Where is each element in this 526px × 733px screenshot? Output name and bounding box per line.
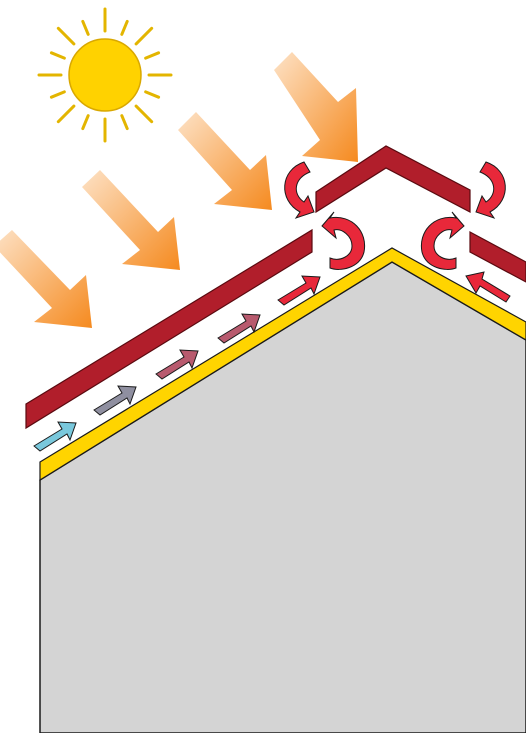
airflow-arrow [155, 349, 199, 380]
circulation-arrow-1 [284, 161, 315, 219]
sun-ray [144, 90, 161, 99]
insulation-layer [39, 247, 526, 482]
sunbeam-arrow-1 [0, 230, 92, 328]
sun-ray [81, 114, 90, 131]
airflow-arrow [465, 271, 511, 303]
airflow-arrow [277, 275, 321, 306]
roof-cladding-right [469, 230, 526, 283]
airflow-arrows [33, 271, 511, 452]
sun-rays [37, 7, 173, 143]
sun-ray [49, 51, 66, 60]
airflow-arrow [217, 313, 261, 344]
sun-ray [120, 114, 129, 131]
sun-icon [37, 7, 173, 143]
roof-ridge-cap [315, 145, 471, 214]
sunbeam-arrow-3 [178, 112, 272, 210]
sunbeams [0, 52, 358, 328]
building-wall [39, 261, 526, 733]
sun-ray [134, 104, 154, 124]
sun-ray [120, 19, 129, 36]
sun-ray [81, 19, 90, 36]
roof-cladding-left [25, 228, 313, 430]
sun-ray [56, 104, 76, 124]
circulation-arrow-3 [475, 161, 506, 219]
circulation-arrows [284, 161, 506, 270]
airflow-arrow [33, 421, 77, 452]
circulation-arrow-4 [420, 211, 465, 270]
sun-ray [49, 90, 66, 99]
sunbeam-arrow-4 [274, 52, 358, 162]
airflow-arrow [93, 385, 137, 416]
sun-ray [144, 51, 161, 60]
circulation-arrow-2 [321, 211, 366, 270]
sun-ray [134, 26, 154, 46]
sunbeam-arrow-2 [82, 170, 180, 270]
sun-disc [68, 38, 142, 112]
sun-ray [56, 26, 76, 46]
